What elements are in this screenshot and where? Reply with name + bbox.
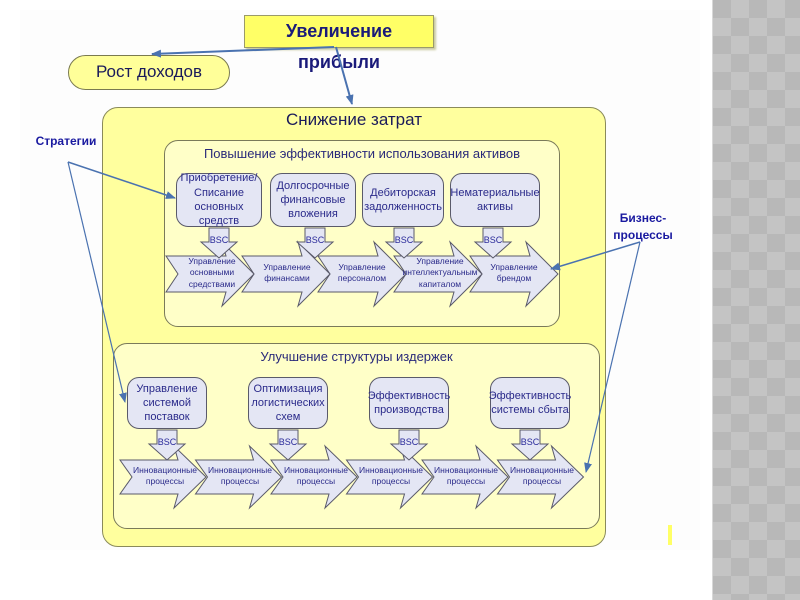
asset-efficiency-title: Повышение эффективности использования ак…: [203, 146, 521, 161]
bsc-arrow: [473, 227, 513, 259]
arrow-bp-to-group2: [584, 241, 641, 473]
cost-reduction-title: Снижение затрат: [285, 110, 423, 129]
profit-increase-box: Увеличение прибыли: [244, 15, 434, 72]
process-chevron: [421, 444, 509, 510]
process-chevron: [194, 444, 283, 510]
bsc-arrow: [384, 227, 424, 259]
process-label: Управление персоналом: [337, 261, 387, 283]
process-chevron: [496, 444, 585, 510]
process-chevron: [119, 444, 207, 510]
bsc-arrow: [268, 429, 308, 461]
bsc-label: BSC: [157, 437, 177, 447]
strategy-box: Эффективность производства: [368, 377, 450, 429]
bsc-label: BSC: [278, 437, 298, 447]
bsc-label: BSC: [399, 437, 419, 447]
strategy-box: Дебиторская задолженность: [362, 173, 444, 227]
process-label: Инновационные процессы: [510, 464, 574, 486]
arrow-profit-to-revenue: [151, 46, 335, 58]
bsc-label: BSC: [520, 437, 540, 447]
strategy-box: Оптимизация логистических схем: [248, 377, 328, 429]
process-label: Инновационные процессы: [434, 464, 498, 486]
process-chevron: [241, 240, 331, 308]
process-label: Управление финансами: [263, 261, 311, 283]
cost-structure-panel: [113, 343, 600, 529]
bsc-label: BSC: [209, 235, 229, 245]
process-label: Инновационные процессы: [133, 464, 197, 486]
strategy-box: Эффективность системы сбыта: [489, 377, 571, 429]
revenue-growth-box: Рост доходов: [68, 55, 230, 90]
bsc-label: BSC: [394, 235, 414, 245]
process-label: Управление брендом: [490, 261, 538, 283]
bsc-arrow: [510, 429, 550, 461]
arrow-bp-to-group1: [550, 241, 641, 271]
process-chevron: [469, 240, 559, 308]
arrow-strategies-to-group1: [67, 161, 176, 199]
bsc-arrow: [147, 429, 187, 461]
strategy-box: Долгосрочные финансовые вложения: [270, 173, 356, 227]
cost-structure-title: Улучшение структуры издержек: [260, 349, 453, 364]
bsc-label: BSC: [305, 235, 325, 245]
strategies-label: Стратегии: [35, 134, 97, 148]
strategy-box: Управление системой поставок: [127, 377, 207, 429]
bsc-arrow: [389, 429, 429, 461]
process-chevron: [393, 240, 483, 308]
process-label: Инновационные процессы: [208, 464, 272, 486]
slide-marker: [668, 525, 672, 545]
arrow-strategies-to-group2: [67, 161, 127, 403]
arrow-profit-to-costs: [335, 46, 354, 105]
process-chevron: [270, 444, 358, 510]
strategy-box: Нематериальные активы: [450, 173, 540, 227]
bsc-arrow: [295, 227, 335, 259]
bsc-label: BSC: [483, 235, 503, 245]
business-processes-label: Бизнес- процессы: [613, 211, 673, 242]
process-label: Инновационные процессы: [284, 464, 348, 486]
process-chevron: [317, 240, 407, 308]
process-label: Управление интеллектуальным капиталом: [402, 256, 478, 289]
process-label: Инновационные процессы: [359, 464, 423, 486]
process-label: Управление основными средствами: [188, 256, 236, 289]
strategy-box: Приобретение/ Списание основных средств: [176, 172, 262, 227]
decorative-side-panel: [712, 0, 800, 600]
bsc-arrow: [199, 227, 239, 259]
